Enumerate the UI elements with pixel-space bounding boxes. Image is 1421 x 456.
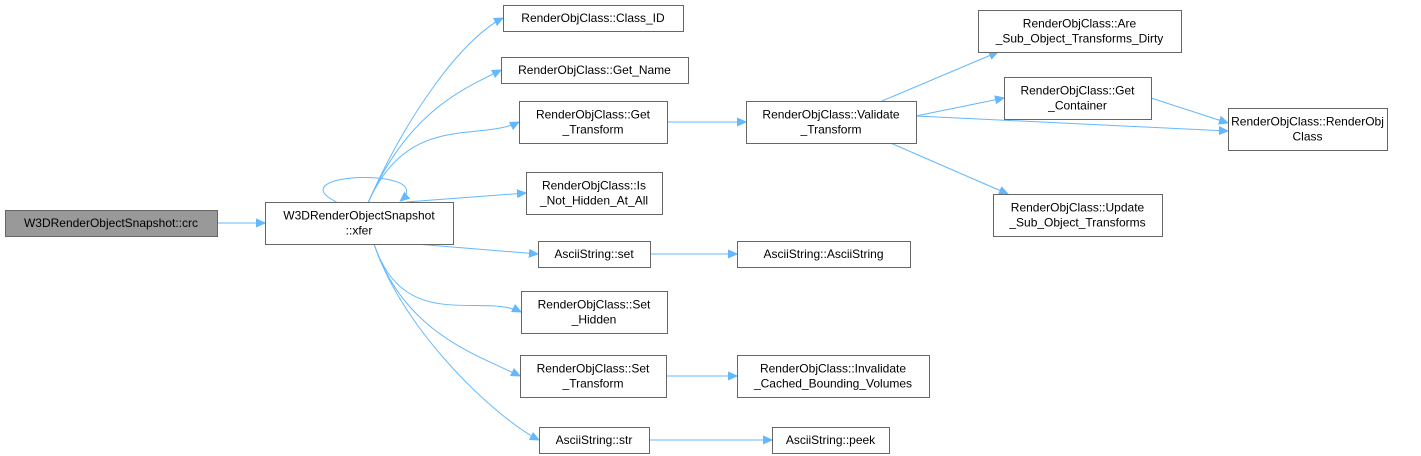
node-label: RenderObjClass::Are xyxy=(1023,17,1137,31)
node-label: _Transform xyxy=(562,123,624,137)
node-isnothidden[interactable]: RenderObjClass::Is_Not_Hidden_At_All xyxy=(526,172,663,215)
node-label: _Transform xyxy=(800,123,862,137)
node-crc[interactable]: W3DRenderObjectSnapshot::crc xyxy=(5,210,218,237)
node-box xyxy=(501,57,689,84)
edge-xfer-to-isnothidden xyxy=(405,193,526,203)
edge-getcontainer-to-ctor xyxy=(1150,97,1228,123)
node-box xyxy=(746,101,917,144)
node-label: _Not_Hidden_At_All xyxy=(539,194,648,208)
node-label: RenderObjClass::Get xyxy=(536,108,651,122)
node-label: W3DRenderObjectSnapshot::crc xyxy=(24,216,198,230)
edge-validate-to-getcontainer xyxy=(915,98,1004,117)
edge-xfer-to-classid xyxy=(367,18,503,203)
node-box xyxy=(1228,108,1388,151)
edge-xfer-to-getname xyxy=(367,70,501,203)
node-label: AsciiString::set xyxy=(554,247,634,261)
edge-xfer-to-settransform xyxy=(373,243,520,376)
node-box xyxy=(737,241,911,268)
node-xfer[interactable]: W3DRenderObjectSnapshot::xfer xyxy=(265,202,454,245)
edges-layer xyxy=(217,18,1228,440)
node-label: _Hidden xyxy=(571,313,617,327)
node-getcontainer[interactable]: RenderObjClass::Get_Container xyxy=(1004,77,1152,120)
node-peek[interactable]: AsciiString::peek xyxy=(772,427,890,454)
edge-validate-to-update xyxy=(890,142,1009,194)
node-label: _Sub_Object_Transforms xyxy=(1008,216,1145,230)
node-label: RenderObjClass::Class_ID xyxy=(521,11,665,25)
node-label: RenderObjClass::Set xyxy=(538,298,651,312)
node-box xyxy=(265,202,454,245)
node-label: RenderObjClass::Update xyxy=(1011,201,1145,215)
nodes-layer: W3DRenderObjectSnapshot::crc W3DRenderObj… xyxy=(5,5,1388,454)
edge-validate-to-ctor xyxy=(915,115,1228,131)
node-box xyxy=(503,5,684,32)
node-sethidden[interactable]: RenderObjClass::Set_Hidden xyxy=(521,291,668,334)
node-ctor[interactable]: RenderObjClass::RenderObjClass xyxy=(1228,108,1388,151)
node-box xyxy=(519,101,668,144)
node-label: RenderObjClass::Validate xyxy=(762,108,900,122)
edge-validate-to-aredirty xyxy=(881,52,998,102)
node-label: AsciiString::peek xyxy=(786,433,876,447)
node-label: RenderObjClass::RenderObj xyxy=(1231,115,1384,129)
node-asciiset[interactable]: AsciiString::set xyxy=(538,241,651,268)
node-label: _Transform xyxy=(562,377,624,391)
node-invalidate[interactable]: RenderObjClass::Invalidate_Cached_Boundi… xyxy=(737,355,930,398)
node-box xyxy=(978,10,1182,53)
node-getname[interactable]: RenderObjClass::Get_Name xyxy=(501,57,689,84)
node-label: ::xfer xyxy=(346,224,373,238)
node-box xyxy=(737,355,930,398)
node-asciistr[interactable]: AsciiString::str xyxy=(539,427,650,454)
node-gettransform[interactable]: RenderObjClass::Get_Transform xyxy=(519,101,668,144)
node-label: W3DRenderObjectSnapshot xyxy=(283,209,435,223)
node-label: RenderObjClass::Get xyxy=(1020,84,1135,98)
node-label: RenderObjClass::Set xyxy=(537,362,650,376)
node-label: _Sub_Object_Transforms_Dirty xyxy=(995,32,1164,46)
node-box xyxy=(538,241,651,268)
node-validate[interactable]: RenderObjClass::Validate_Transform xyxy=(746,101,917,144)
node-box xyxy=(993,194,1163,237)
node-label: Class xyxy=(1292,130,1322,144)
node-label: RenderObjClass::Get_Name xyxy=(518,63,671,77)
node-box xyxy=(520,355,667,398)
node-aredirty[interactable]: RenderObjClass::Are_Sub_Object_Transform… xyxy=(978,10,1182,53)
node-label: _Container xyxy=(1047,99,1107,113)
node-asciictor[interactable]: AsciiString::AsciiString xyxy=(737,241,911,268)
edge-xfer-to-gettransform xyxy=(367,122,519,203)
node-label: AsciiString::AsciiString xyxy=(763,247,883,261)
node-label: RenderObjClass::Is xyxy=(542,179,646,193)
node-box xyxy=(772,427,890,454)
edge-xfer-to-xfer xyxy=(322,176,407,203)
node-box xyxy=(539,427,650,454)
node-label: AsciiString::str xyxy=(556,433,633,447)
edge-xfer-to-asciiset xyxy=(415,243,538,254)
node-classid[interactable]: RenderObjClass::Class_ID xyxy=(503,5,684,32)
node-box xyxy=(1004,77,1152,120)
node-settransform[interactable]: RenderObjClass::Set_Transform xyxy=(520,355,667,398)
node-box xyxy=(5,210,218,237)
node-box xyxy=(521,291,668,334)
node-label: _Cached_Bounding_Volumes xyxy=(753,377,912,391)
edge-xfer-to-sethidden xyxy=(373,243,521,312)
edge-xfer-to-asciistr xyxy=(373,243,539,440)
node-update[interactable]: RenderObjClass::Update_Sub_Object_Transf… xyxy=(993,194,1163,237)
node-label: RenderObjClass::Invalidate xyxy=(760,362,906,376)
node-box xyxy=(526,172,663,215)
